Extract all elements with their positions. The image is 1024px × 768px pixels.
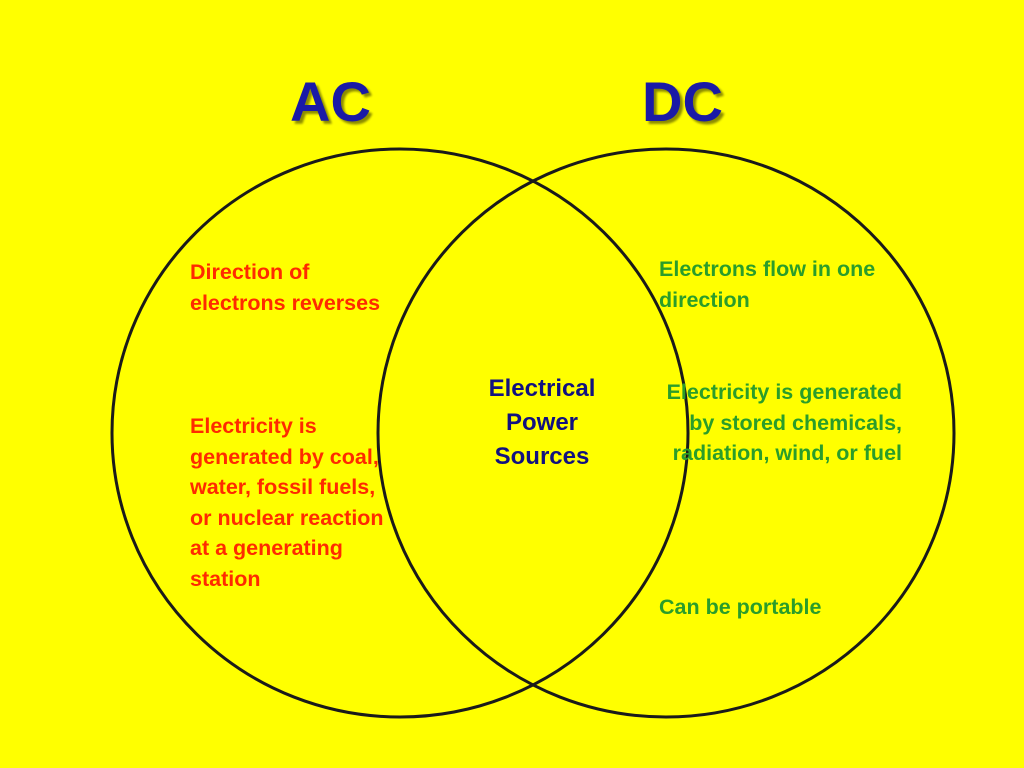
dc-heading: DC: [642, 70, 723, 133]
dc-fact-portable: Can be portable: [659, 595, 822, 619]
dc-fact-generation: Electricity is generated by stored chemi…: [666, 380, 902, 465]
ac-circle: [110, 147, 690, 719]
ac-fact-generation: Electricity is generated by coal, water,…: [190, 414, 384, 591]
ac-fact-electron-direction: Direction of electrons reverses: [190, 260, 381, 315]
dc-circle: [376, 147, 956, 719]
ac-heading: AC: [290, 70, 371, 133]
intersection-label: Electrical Power Sources: [488, 375, 596, 470]
dc-fact-electron-flow: Electrons flow in one direction: [659, 257, 876, 312]
